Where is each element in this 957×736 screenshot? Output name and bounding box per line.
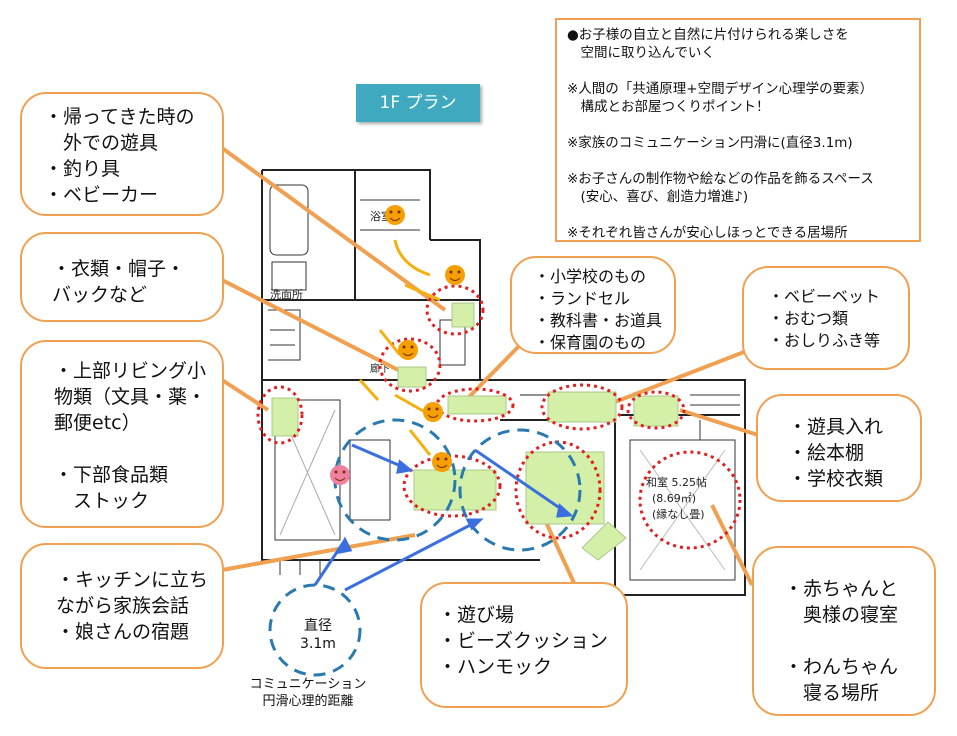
- callout-line: ・おしりふき等: [768, 331, 881, 350]
- callout-line: ・キッチンに立ち: [56, 569, 209, 591]
- note-line: ●お子様の自立と自然に片付けられる楽しさを: [567, 27, 849, 43]
- note-line: [567, 206, 909, 224]
- note-line: ※それぞれ皆さんが安心しほっとできる居場所: [567, 225, 848, 241]
- smiley-face-icon: [385, 205, 405, 225]
- diameter-label-line: 3.1m: [300, 636, 336, 652]
- callout-line: ・学校衣類: [788, 468, 884, 490]
- callout-line: ・衣類・帽子・: [52, 258, 186, 280]
- smiley-face-icon: [423, 402, 443, 422]
- page-title: 1F プラン: [356, 84, 480, 122]
- callout-line: [54, 436, 222, 462]
- callout-baby: ・ベビーベット ・おむつ類 ・おしりふき等: [742, 266, 910, 370]
- callout-line: 奥様の寝室: [784, 604, 899, 626]
- callout-line: ・ベビーベット: [768, 287, 881, 306]
- note-line: ※人間の「共通原理+空間デザイン心理学の要素）: [567, 81, 874, 97]
- callout-line: 郵便etc）: [54, 412, 141, 434]
- callout-school: ・小学校のもの ・ランドセル ・教科書・お道具 ・保育園のもの: [510, 256, 676, 354]
- washroom-label: 洗面所: [270, 288, 303, 301]
- smiley-face-icon: [432, 452, 452, 472]
- note-line: 空間に取り込んでいく: [567, 45, 715, 61]
- diameter-label-line: 直径: [304, 618, 332, 634]
- japanese-room-note: (縁なし畳): [652, 507, 705, 521]
- callout-line: ・小学校のもの: [534, 267, 647, 286]
- callout-line: ・保育園のもの: [534, 333, 647, 352]
- callout-line: ・娘さんの宿題: [56, 621, 190, 643]
- note-line: [567, 62, 909, 80]
- callout-line: バックなど: [52, 284, 148, 306]
- callout-bedroom: ・赤ちゃんと 奥様の寝室 ・わんちゃん 寝る場所: [752, 546, 936, 716]
- callout-clothes: ・衣類・帽子・ バックなど: [20, 232, 224, 322]
- callout-play: ・遊び場 ・ビーズクッション ・ハンモック: [420, 582, 628, 708]
- callout-line: ・下部食品類: [54, 464, 169, 486]
- callout-line: ・赤ちゃんと: [784, 578, 899, 600]
- callout-kitchen: ・キッチンに立ち ながら家族会話 ・娘さんの宿題: [20, 543, 224, 669]
- communication-caption: コミュニケーション 円滑心理的距離: [228, 676, 388, 710]
- callout-line: ・ビーズクッション: [438, 630, 609, 652]
- callout-line: ・ベビーカー: [44, 184, 159, 206]
- callout-line: 物類（文具・薬・: [54, 386, 207, 408]
- callout-line: ・教科書・お道具: [534, 311, 663, 330]
- note-line: [567, 116, 909, 134]
- smiley-face-icon: [445, 265, 465, 285]
- note-line: (安心、喜び、創造力増進♪): [567, 189, 749, 205]
- note-line: [567, 152, 909, 170]
- callout-entrance: ・帰ってきた時の 外での遊具 ・釣り具 ・ベビーカー: [20, 92, 224, 216]
- smiley-face-icon: [330, 465, 350, 485]
- callout-line: ・遊具入れ: [788, 416, 884, 438]
- callout-line: ・上部リビング小: [54, 360, 207, 382]
- callout-line: ・わんちゃん: [784, 656, 899, 678]
- callout-line: ながら家族会話: [56, 595, 190, 617]
- callout-line: ・帰ってきた時の: [44, 106, 195, 128]
- callout-line: ストック: [54, 490, 150, 512]
- callout-line: ・絵本棚: [788, 442, 865, 464]
- note-line: ※家族のコミュニケーション円滑に(直径3.1m): [567, 135, 853, 151]
- note-line: 構成とお部屋つくりポイント！: [567, 99, 770, 115]
- callout-line: [784, 628, 934, 654]
- note-line: ※お子さんの制作物や絵などの作品を飾るスペース: [567, 171, 874, 187]
- callout-line: ・おむつ類: [768, 309, 849, 328]
- callout-line: ・ランドセル: [534, 289, 631, 308]
- callout-line: 外での遊具: [44, 132, 159, 154]
- callout-line: ・遊び場: [438, 604, 515, 626]
- japanese-room-label: 和室 5.25帖: [646, 475, 707, 489]
- callout-living-storage: ・上部リビング小 物類（文具・薬・ 郵便etc） ・下部食品類 ストック: [20, 340, 224, 528]
- callout-toys: ・遊具入れ ・絵本棚 ・学校衣類: [756, 394, 922, 502]
- notes-box: ●お子様の自立と自然に片付けられる楽しさを 空間に取り込んでいく ※人間の「共通…: [555, 18, 921, 242]
- japanese-room-area: (8.69㎡): [652, 492, 696, 505]
- caption-line: 円滑心理的距離: [262, 694, 354, 709]
- caption-line: コミュニケーション: [249, 677, 367, 692]
- smiley-face-icon: [398, 340, 418, 360]
- diameter-label: 直径 3.1m: [278, 617, 358, 653]
- callout-line: ・釣り具: [44, 158, 121, 180]
- callout-line: 寝る場所: [784, 682, 880, 704]
- callout-line: ・ハンモック: [438, 656, 553, 678]
